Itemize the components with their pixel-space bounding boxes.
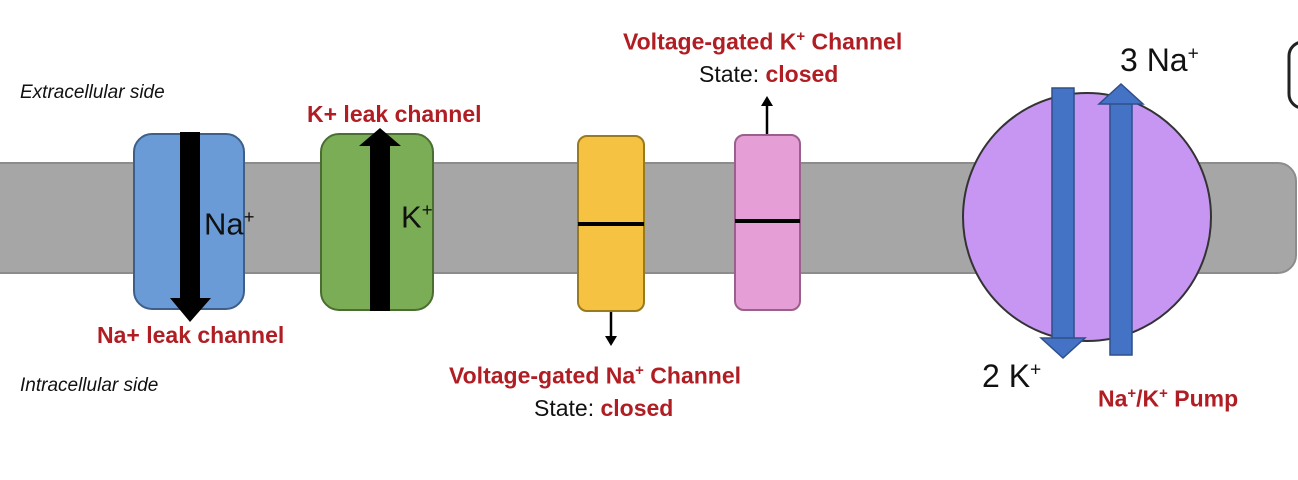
pump-out-arrow-shaft [1109, 102, 1133, 356]
extracellular-label: Extracellular side [20, 82, 165, 103]
pump-out-arrow-head [1097, 82, 1145, 105]
edge-fragment [1287, 41, 1298, 109]
na-leak-arrow-head [170, 298, 211, 322]
pump-in-ions: 2 K+ [982, 358, 1042, 394]
pump-in-arrow-shaft [1051, 87, 1075, 341]
pump-label: Na+/K+ Pump [1098, 385, 1239, 412]
vg-na-pointer-head [605, 336, 617, 346]
k-leak-ion-label: K+ [401, 199, 433, 235]
vg-k-state: State: closed [699, 61, 839, 87]
k-leak-arrow-shaft [370, 143, 390, 311]
na-k-pump [962, 92, 1212, 342]
vg-k-title: Voltage-gated K+ Channel [623, 28, 903, 55]
na-leak-ion-label: Na+ [204, 206, 255, 242]
intracellular-label: Intracellular side [20, 375, 159, 396]
na-leak-label: Na+ leak channel [97, 322, 285, 348]
vg-k-pointer-head [761, 96, 773, 106]
na-leak-arrow-shaft [180, 132, 200, 298]
vg-na-state: State: closed [534, 395, 674, 421]
vg-na-title: Voltage-gated Na+ Channel [449, 362, 742, 389]
vg-na-state-value: closed [600, 395, 674, 421]
pump-in-arrow-head [1039, 337, 1087, 360]
vg-k-state-value: closed [765, 61, 839, 87]
pump-out-ions: 3 Na+ [1120, 42, 1199, 78]
k-leak-label: K+ leak channel [307, 101, 482, 127]
k-leak-arrow-head [359, 128, 401, 146]
